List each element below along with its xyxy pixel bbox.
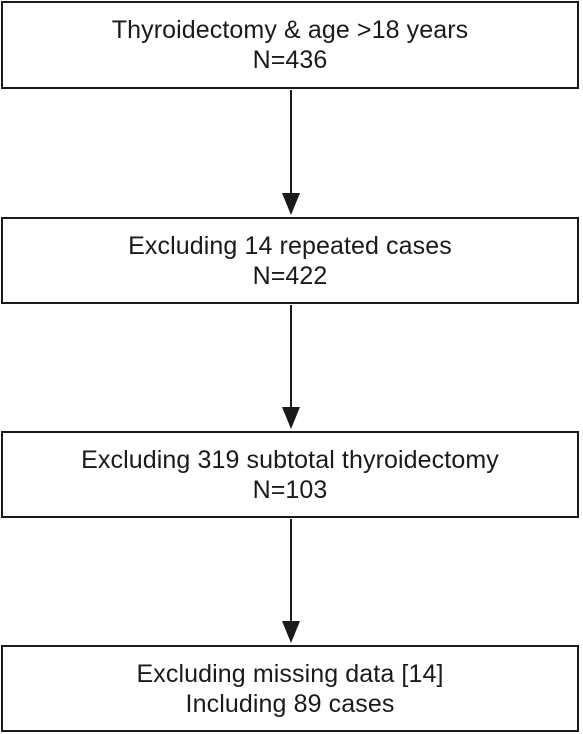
flow-step-text: Thyroidectomy & age >18 years (111, 16, 469, 44)
flow-step-count: N=422 (252, 261, 328, 290)
flow-step-text: Excluding 319 subtotal thyroidectomy (81, 445, 499, 474)
arrow-head-icon (282, 407, 300, 429)
flow-step-text: Excluding missing data [14] (136, 659, 444, 688)
arrow-head-icon (282, 193, 300, 215)
flow-step-box: Excluding missing data [14] Including 89… (1, 645, 579, 732)
arrow-head-icon (282, 621, 300, 643)
flow-step-text: Excluding 14 repeated cases (128, 231, 452, 260)
flow-step-count: Including 89 cases (185, 689, 395, 718)
flow-step-box: Excluding 319 subtotal thyroidectomy N=1… (1, 431, 579, 518)
flow-step-count: N=436 (252, 46, 328, 74)
flow-step-box: Excluding 14 repeated cases N=422 (1, 217, 579, 304)
flow-step-box: Thyroidectomy & age >18 years N=436 (1, 1, 579, 89)
flow-step-count: N=103 (252, 475, 328, 504)
